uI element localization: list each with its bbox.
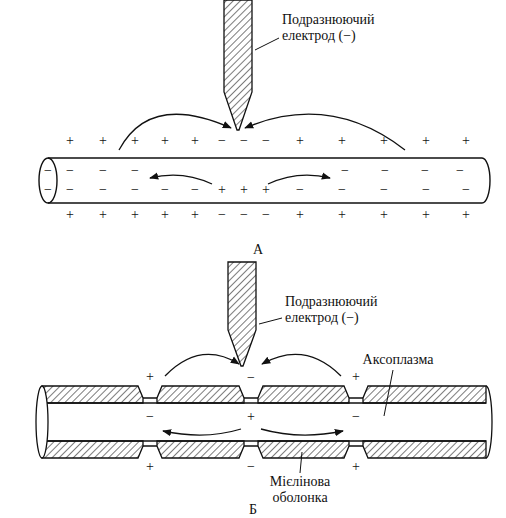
charge-sign: − <box>66 163 74 179</box>
charge-sign: − <box>421 163 429 179</box>
charge-sign: + <box>191 133 199 149</box>
charge-sign: + <box>146 459 154 475</box>
myelin-sheath <box>363 386 486 403</box>
charge-sign: + <box>99 207 107 223</box>
charge-sign: + <box>262 182 270 198</box>
electrode <box>228 262 256 366</box>
axon-membrane <box>42 386 492 458</box>
current-arrow <box>261 429 343 435</box>
current-arrow <box>245 114 405 150</box>
charge-sign: − <box>131 182 139 198</box>
charge-sign: − <box>381 163 389 179</box>
node-membrane <box>143 398 157 446</box>
charge-sign: + <box>131 207 139 223</box>
leader-line <box>300 452 302 473</box>
charge-sign: + <box>191 207 199 223</box>
charge-sign: + <box>338 133 346 149</box>
charge-sign: + <box>352 459 360 475</box>
charge-sign: − <box>247 459 255 475</box>
charge-sign: + <box>296 207 304 223</box>
current-arrow <box>165 354 239 376</box>
fiber-end <box>39 158 57 203</box>
current-arrow <box>163 429 241 435</box>
charge-sign: − <box>296 182 304 198</box>
part-label: Аксоплазма <box>363 352 434 368</box>
electrode-label: Подразнюючий електрод (−) <box>282 12 402 44</box>
charge-sign: − <box>218 133 226 149</box>
charge-sign: − <box>146 409 154 425</box>
charge-sign: − <box>218 207 226 223</box>
charge-sign: − <box>99 182 107 198</box>
charge-sign: + <box>380 207 388 223</box>
charge-sign: + <box>247 409 255 425</box>
charge-sign: − <box>338 182 346 198</box>
charge-sign: − <box>240 207 248 223</box>
nerve-fiber <box>48 158 490 203</box>
node-membrane <box>349 398 363 446</box>
charge-sign: + <box>240 182 248 198</box>
charge-sign: + <box>146 369 154 385</box>
myelin-sheath <box>258 386 349 403</box>
charge-sign: + <box>161 133 169 149</box>
fiber-end <box>36 386 48 458</box>
charge-sign: + <box>422 133 430 149</box>
charge-sign: − <box>422 182 430 198</box>
myelin-sheath <box>258 441 349 458</box>
myelin-sheath <box>363 441 486 458</box>
charge-sign: + <box>462 133 470 149</box>
myelin-sheath <box>157 441 244 458</box>
charge-sign: + <box>380 133 388 149</box>
charge-sign: − <box>341 163 349 179</box>
charge-sign: − <box>240 133 248 149</box>
charge-sign: − <box>262 207 270 223</box>
charge-sign: − <box>456 163 464 179</box>
charge-sign: − <box>462 182 470 198</box>
charge-sign: + <box>422 207 430 223</box>
charge-sign: + <box>99 133 107 149</box>
charge-sign: + <box>338 207 346 223</box>
myelin-sheath <box>42 441 143 458</box>
charge-sign: − <box>44 182 52 198</box>
current-arrow <box>119 114 231 150</box>
leader-line <box>255 38 279 50</box>
charge-sign: + <box>131 133 139 149</box>
charge-sign: − <box>131 163 139 179</box>
panel-letter: Б <box>249 502 257 518</box>
leader-line <box>259 318 282 324</box>
current-arrow <box>150 175 212 184</box>
electrode-label: Подразнюючий електрод (−) <box>285 294 405 326</box>
charge-sign: + <box>296 133 304 149</box>
current-arrow <box>262 354 341 376</box>
charge-sign: + <box>352 369 360 385</box>
part-label: Мієлінова оболонка <box>250 474 350 506</box>
charge-sign: − <box>247 370 255 386</box>
charge-sign: + <box>462 207 470 223</box>
myelin-sheath <box>157 386 244 403</box>
charge-sign: − <box>161 182 169 198</box>
charge-sign: − <box>191 182 199 198</box>
charge-sign: − <box>262 133 270 149</box>
node-membrane <box>244 398 258 446</box>
leader-line <box>384 370 393 416</box>
charge-sign: − <box>99 163 107 179</box>
myelin-sheath <box>42 386 143 403</box>
charge-sign: + <box>161 207 169 223</box>
charge-sign: + <box>66 207 74 223</box>
panel-letter: А <box>253 242 263 258</box>
charge-sign: − <box>66 182 74 198</box>
charge-sign: − <box>380 182 388 198</box>
charge-sign: + <box>66 133 74 149</box>
electrode <box>224 0 252 130</box>
charge-sign: + <box>218 182 226 198</box>
charge-sign: − <box>352 409 360 425</box>
charge-sign: − <box>44 163 52 179</box>
